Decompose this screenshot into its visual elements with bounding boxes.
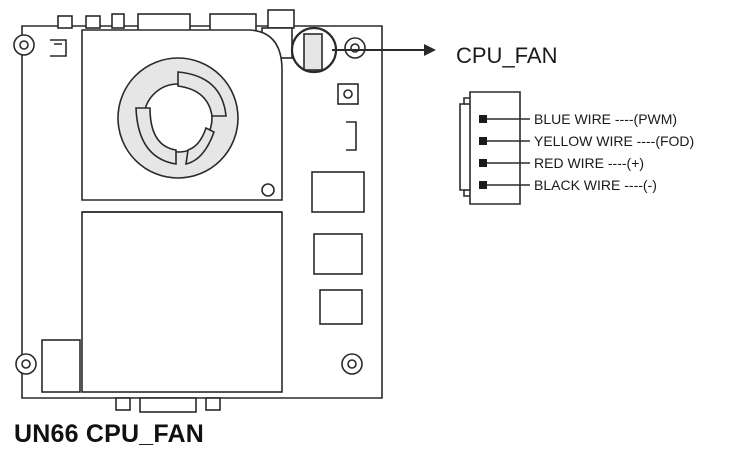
fan xyxy=(117,57,239,179)
right-port-1 xyxy=(311,171,365,213)
wire-list: BLUE WIRE ----(PWM) YELLOW WIRE ----(FOD)… xyxy=(479,111,694,193)
wire-label-4: BLACK WIRE ----(-) xyxy=(534,177,657,193)
leader-arrow xyxy=(332,44,436,56)
top-port-1 xyxy=(57,15,73,29)
wire-label-3: RED WIRE ----(+) xyxy=(534,155,644,171)
connector-outline xyxy=(459,91,521,205)
right-port-2 xyxy=(313,233,363,275)
diagram-caption: UN66 CPU_FAN xyxy=(14,420,204,448)
wire-label-1: BLUE WIRE ----(PWM) xyxy=(534,111,677,127)
memory-block xyxy=(81,211,283,393)
mount-hole-bottom-left xyxy=(15,353,37,375)
bottom-port-1 xyxy=(115,397,131,411)
connector-title: CPU_FAN xyxy=(456,43,557,68)
top-port-3 xyxy=(111,13,125,29)
mount-hole-top-left xyxy=(13,34,35,56)
cpu-fan-header-on-board xyxy=(303,33,323,71)
bottom-port-2 xyxy=(139,397,197,413)
bottom-left-port xyxy=(41,339,81,393)
right-port-3 xyxy=(319,289,363,325)
reset-button xyxy=(337,83,359,105)
motherboard xyxy=(13,9,383,413)
top-port-2 xyxy=(85,15,101,29)
fan-screw xyxy=(261,183,275,197)
jumper-right xyxy=(346,121,357,151)
wire-pin-2 xyxy=(479,137,487,145)
wire-pin-1 xyxy=(479,115,487,123)
jumper-top-left xyxy=(50,39,67,57)
wire-pin-3 xyxy=(479,159,487,167)
reset-button-center xyxy=(343,89,353,99)
wire-pin-4 xyxy=(479,181,487,189)
top-port-6 xyxy=(267,9,295,29)
bottom-port-3 xyxy=(205,397,221,411)
mount-hole-bottom-right xyxy=(341,353,363,375)
mount-hole-top-right xyxy=(344,37,366,59)
wire-label-2: YELLOW WIRE ----(FOD) xyxy=(534,133,694,149)
